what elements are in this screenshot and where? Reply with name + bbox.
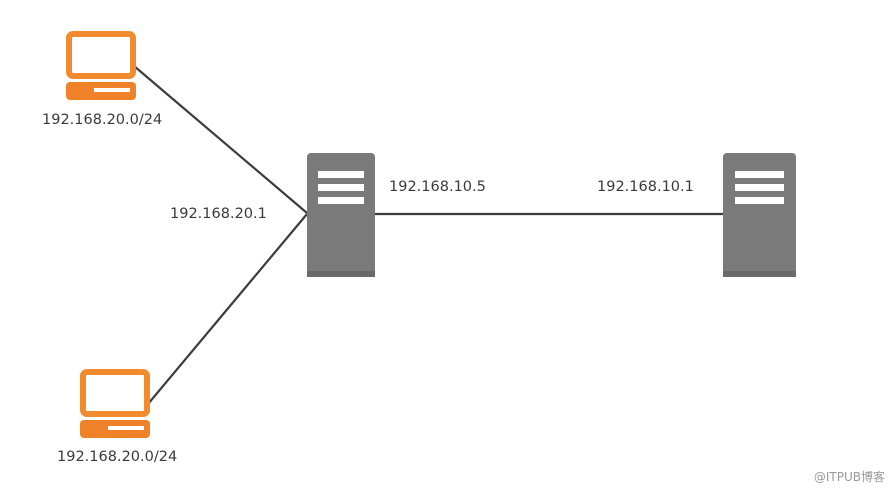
server-ip-label: 192.168.10.1 [597,179,694,195]
router-left-ip-label: 192.168.20.1 [170,206,267,222]
link-bottom-pc-router [147,213,308,405]
pc-top-subnet-label: 192.168.20.0/24 [42,112,162,128]
router-right-ip-label: 192.168.10.5 [389,179,486,195]
links [133,65,723,405]
pc-bottom-subnet-label: 192.168.20.0/24 [57,449,177,465]
laptop-icon [80,369,150,438]
server-icon [723,153,796,277]
server-icon [307,153,375,277]
watermark: @ITPUB博客 [814,469,885,484]
laptop-icon [66,31,136,100]
link-top-pc-router [133,65,308,214]
